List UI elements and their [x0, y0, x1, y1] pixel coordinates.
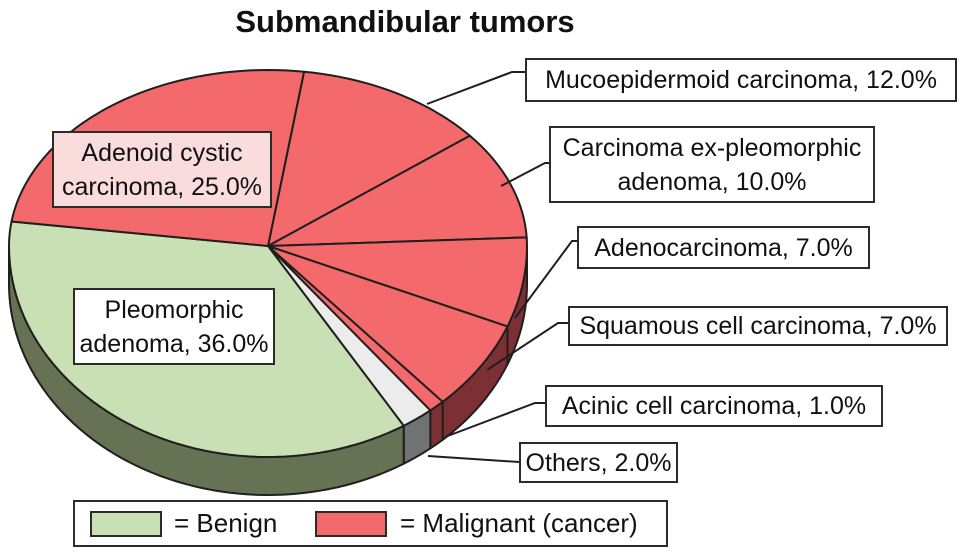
callout-adenoid-line1: Adenoid cystic [81, 138, 243, 167]
legend: = Benign = Malignant (cancer) [73, 500, 668, 547]
leader-line-acinic [444, 402, 545, 438]
callout-acinic-cell: Acinic cell carcinoma, 1.0% [545, 385, 883, 427]
callout-squamous-label: Squamous cell carcinoma, 7.0% [579, 312, 937, 340]
leader-line-adenocarcinoma [514, 240, 577, 319]
callout-adenocarcinoma-label: Adenocarcinoma, 7.0% [594, 233, 853, 262]
pie-slice-adenocarcinoma [267, 236, 528, 328]
pie-slice-carcinoma-ex [267, 134, 528, 247]
leader-line-others [427, 455, 520, 463]
legend-label-benign: = Benign [174, 508, 278, 538]
callout-adenoid-cystic: Adenoid cystic carcinoma, 25.0% [52, 131, 272, 208]
callout-others: Others, 2.0% [519, 442, 678, 483]
pie-slice-squamous [267, 245, 509, 403]
callout-adenoid-line2: carcinoma, 25.0% [61, 172, 263, 201]
callout-carcinoma-ex-pleomorphic: Carcinoma ex-pleomorphic adenoma, 10.0% [549, 126, 875, 203]
legend-swatch-malignant [315, 511, 387, 537]
callout-pleomorphic-line2: adenoma, 36.0% [79, 329, 269, 358]
callout-squamous-cell: Squamous cell carcinoma, 7.0% [568, 306, 948, 346]
callout-carcinoma-ex-line1: Carcinoma ex-pleomorphic [562, 133, 862, 162]
leader-line-carcinoma-ex [500, 162, 549, 187]
callout-adenocarcinoma: Adenocarcinoma, 7.0% [577, 226, 870, 269]
leader-lines [426, 71, 577, 463]
pie-slice-mucoepidermoid [267, 70, 471, 247]
callout-pleomorphic-adenoma: Pleomorphic adenoma, 36.0% [73, 288, 275, 365]
leader-line-squamous [486, 322, 568, 371]
callout-others-label: Others, 2.0% [525, 448, 672, 477]
legend-swatch-benign [90, 511, 162, 537]
legend-label-malignant: = Malignant (cancer) [400, 508, 638, 538]
chart-title: Submandibular tumors [235, 4, 575, 39]
leader-line-mucoepidermoid [426, 71, 525, 105]
callout-mucoepidermoid-label: Mucoepidermoid carcinoma, 12.0% [545, 66, 937, 94]
callout-mucoepidermoid: Mucoepidermoid carcinoma, 12.0% [525, 58, 957, 102]
callout-pleomorphic-line1: Pleomorphic [104, 295, 244, 324]
callout-acinic-label: Acinic cell carcinoma, 1.0% [561, 392, 867, 420]
callout-carcinoma-ex-line2: adenoma, 10.0% [617, 167, 807, 196]
